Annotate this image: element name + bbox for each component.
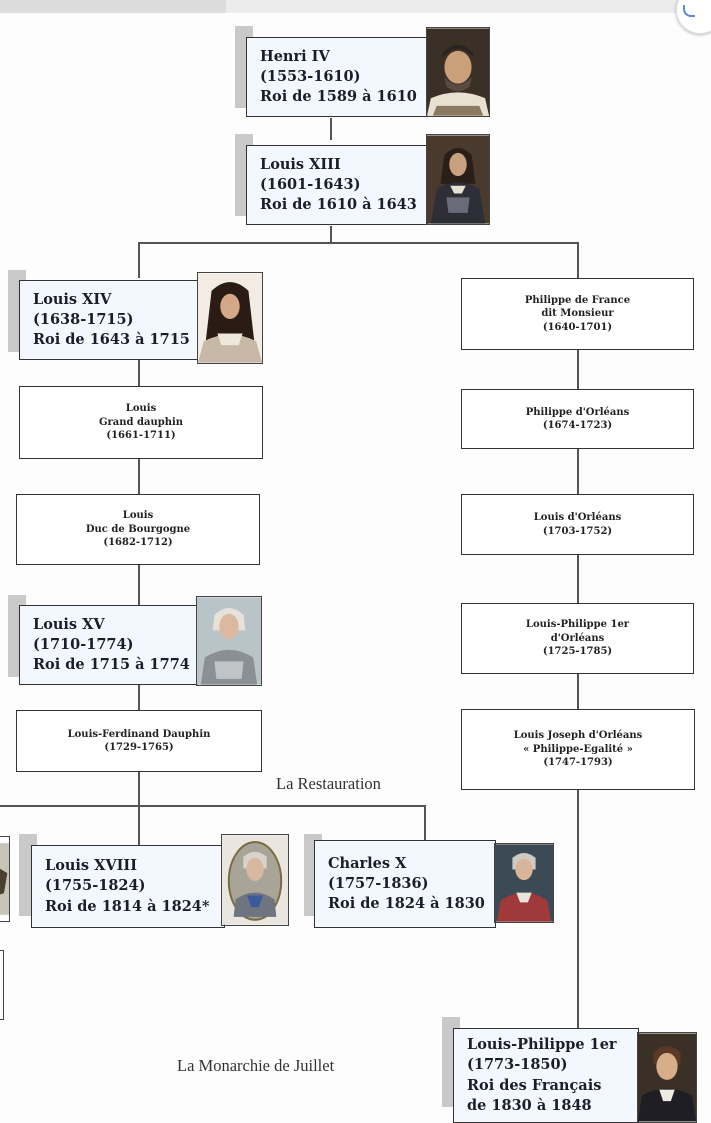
- person-line: Louis: [125, 403, 157, 415]
- connector-to-louis14: [138, 242, 140, 278]
- connector-branch-horizontal: [138, 242, 579, 244]
- king-box-louis-philippe-1er: Louis-Philippe 1er (1773-1850) Roi des F…: [453, 1028, 639, 1123]
- portrait-louis-xiv: [197, 272, 263, 364]
- person-line: Grand dauphin: [98, 416, 184, 428]
- person-line: « Philippe-Egalité »: [523, 743, 633, 755]
- period-label-monarchie-de-juillet: La Monarchie de Juillet: [177, 1056, 335, 1075]
- connector-henri-louis13: [330, 118, 332, 140]
- person-line: (1661-1711): [106, 430, 176, 442]
- king-reign: Roi de 1643 à 1715: [33, 331, 190, 349]
- person-box-philippe-dorleans: Philippe d'Orléans (1674-1723): [461, 389, 694, 449]
- portrait-henri-iv: [426, 27, 490, 117]
- king-reign: Roi des Français: [467, 1076, 602, 1094]
- top-bar: [0, 0, 711, 13]
- king-box-louis-xiii: Louis XIII (1601-1643) Roi de 1610 à 164…: [246, 145, 428, 225]
- king-dates: (1553-1610): [260, 67, 361, 85]
- king-name: Charles X: [328, 854, 407, 872]
- person-line: (1640-1701): [542, 321, 613, 333]
- king-box-henri-iv: Henri IV (1553-1610) Roi de 1589 à 1610: [246, 37, 428, 117]
- top-bar-tab: [0, 0, 226, 13]
- portrait-louis-xiii: [426, 134, 490, 225]
- king-name: Louis-Philippe 1er: [467, 1035, 617, 1053]
- connector-to-charles10: [424, 805, 426, 840]
- person-box-louis-ferdinand: Louis-Ferdinand Dauphin (1729-1765): [16, 710, 262, 772]
- person-line: (1725-1785): [542, 646, 613, 658]
- king-reign: Roi de 1589 à 1610: [260, 88, 417, 106]
- king-name: Henri IV: [260, 47, 330, 65]
- person-line: dit Monsieur: [541, 308, 614, 320]
- person-box-duc-de-bourgogne: Louis Duc de Bourgogne (1682-1712): [16, 494, 260, 565]
- connector-restauration-horizontal: [0, 805, 425, 807]
- person-line: d'Orléans: [550, 632, 605, 644]
- person-line: Louis-Philippe 1er: [525, 619, 630, 631]
- king-dates: (1601-1643): [260, 175, 361, 193]
- person-line: Philippe d'Orléans: [525, 406, 630, 418]
- king-box-charles-x: Charles X (1757-1836) Roi de 1824 à 1830: [314, 840, 496, 928]
- king-name: Louis XV: [33, 615, 105, 633]
- person-line: (1674-1723): [542, 420, 613, 431]
- person-line: (1747-1793): [543, 757, 613, 769]
- person-box-louis-philippe-1er-dorleans: Louis-Philippe 1er d'Orléans (1725-1785): [461, 603, 694, 674]
- connector-right-column: [577, 350, 579, 1058]
- period-label-restauration: La Restauration: [276, 774, 381, 793]
- person-box-philippe-de-france: Philippe de France dit Monsieur (1640-17…: [461, 278, 694, 350]
- king-dates: (1755-1824): [45, 877, 146, 895]
- king-dates: (1710-1774): [33, 635, 134, 653]
- connector-to-louis18: [138, 805, 140, 845]
- king-box-louis-xv: Louis XV (1710-1774) Roi de 1715 à 1774: [19, 605, 198, 685]
- person-line: Louis d'Orléans: [533, 512, 622, 523]
- person-box-louis-dorleans: Louis d'Orléans (1703-1752): [461, 494, 694, 555]
- person-line: Duc de Bourgogne: [85, 523, 191, 535]
- person-line: (1682-1712): [103, 537, 173, 549]
- box-partial-cropped: [0, 950, 4, 1020]
- king-name: Louis XIII: [260, 155, 341, 173]
- connector-to-philippe-france: [577, 242, 579, 280]
- king-box-louis-xiv: Louis XIV (1638-1715) Roi de 1643 à 1715: [19, 280, 199, 360]
- portrait-charles-x: [494, 843, 554, 923]
- refresh-icon: [683, 5, 695, 17]
- king-dates: (1757-1836): [328, 874, 429, 892]
- king-reign: Roi de 1824 à 1830: [328, 895, 485, 913]
- person-line: Louis: [122, 510, 154, 522]
- person-line: Louis-Ferdinand Dauphin: [67, 728, 211, 740]
- king-reign: de 1830 à 1848: [467, 1096, 592, 1114]
- portrait-louis-xviii: [221, 834, 289, 926]
- person-line: Louis Joseph d'Orléans: [513, 730, 643, 742]
- portrait-partial-cropped: [0, 836, 10, 922]
- king-dates: (1638-1715): [33, 310, 134, 328]
- person-line: (1703-1752): [542, 525, 613, 537]
- king-name: Louis XIV: [33, 290, 112, 308]
- person-line: (1729-1765): [104, 742, 174, 753]
- person-box-grand-dauphin: Louis Grand dauphin (1661-1711): [19, 386, 263, 459]
- king-dates: (1773-1850): [467, 1056, 568, 1074]
- person-line: Philippe de France: [524, 294, 631, 306]
- connector-ferdinand-down: [138, 771, 140, 806]
- king-reign: Roi de 1610 à 1643: [260, 196, 417, 214]
- person-box-louis-joseph-dorleans: Louis Joseph d'Orléans « Philippe-Egalit…: [461, 709, 695, 790]
- king-reign: Roi de 1814 à 1824*: [45, 897, 210, 915]
- corner-action-button[interactable]: [676, 0, 711, 34]
- king-box-louis-xviii: Louis XVIII (1755-1824) Roi de 1814 à 18…: [31, 845, 225, 928]
- portrait-louis-xv: [196, 596, 262, 686]
- king-name: Louis XVIII: [45, 857, 137, 875]
- connector-louis13-down: [330, 226, 332, 243]
- king-reign: Roi de 1715 à 1774: [33, 656, 190, 674]
- portrait-louis-philippe-1er: [637, 1032, 697, 1123]
